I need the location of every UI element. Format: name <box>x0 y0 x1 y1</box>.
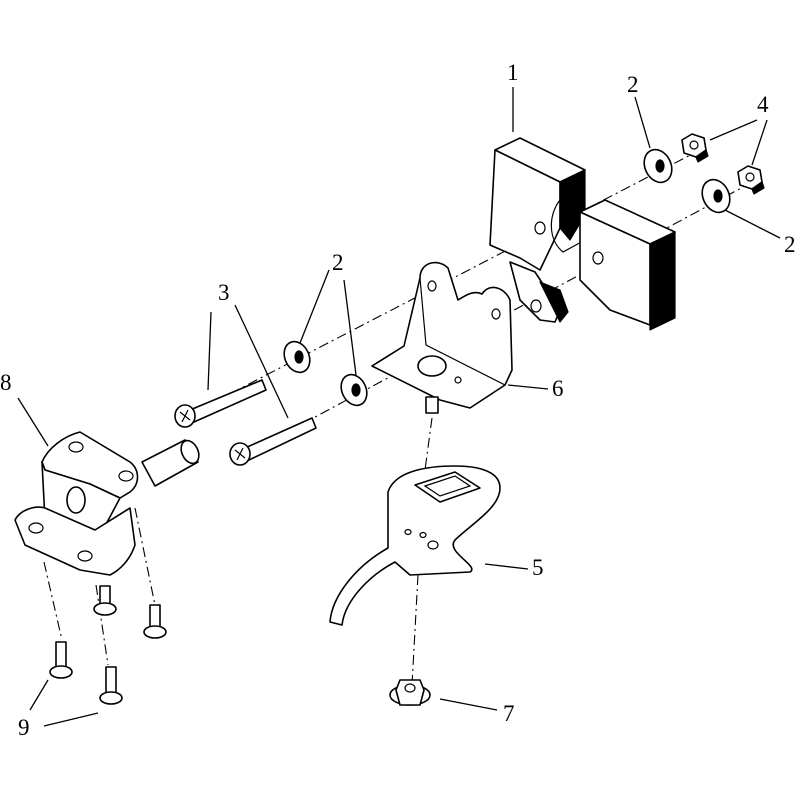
part-1-latch-block <box>489 137 676 331</box>
part-9-screw-d <box>99 666 123 705</box>
callout-labels: 1 2 2 2 3 4 5 6 7 8 9 <box>0 60 796 740</box>
part-9-screw-b <box>143 604 167 639</box>
part-5-handle <box>329 465 501 626</box>
part-4-nut-top <box>681 133 709 163</box>
callout-1: 1 <box>507 60 519 85</box>
callout-7: 7 <box>503 701 515 726</box>
part-9-screw-a <box>93 585 117 616</box>
part-2-washer-low <box>340 373 368 407</box>
callout-6: 6 <box>552 376 564 401</box>
part-9-screw-c <box>49 641 73 679</box>
part-2-washer-top <box>643 148 673 184</box>
part-3-screw-lower <box>229 417 317 466</box>
callout-2-top: 2 <box>627 72 639 97</box>
part-7-flange-nut <box>389 679 431 706</box>
leader-lines <box>17 87 781 727</box>
part-3-screw-upper <box>174 379 267 428</box>
part-8-striker-bracket <box>14 431 200 576</box>
part-2-washer-right <box>701 178 731 214</box>
callout-8: 8 <box>0 370 12 395</box>
callout-3: 3 <box>218 280 230 305</box>
part-6-bracket <box>371 261 513 414</box>
callout-5: 5 <box>532 555 544 580</box>
callout-4: 4 <box>757 92 769 117</box>
part-2-washer-mid <box>283 340 311 374</box>
part-4-nut-right <box>737 165 765 195</box>
callout-9: 9 <box>18 715 30 740</box>
callout-2-right: 2 <box>784 232 796 257</box>
callout-2-mid: 2 <box>332 250 344 275</box>
